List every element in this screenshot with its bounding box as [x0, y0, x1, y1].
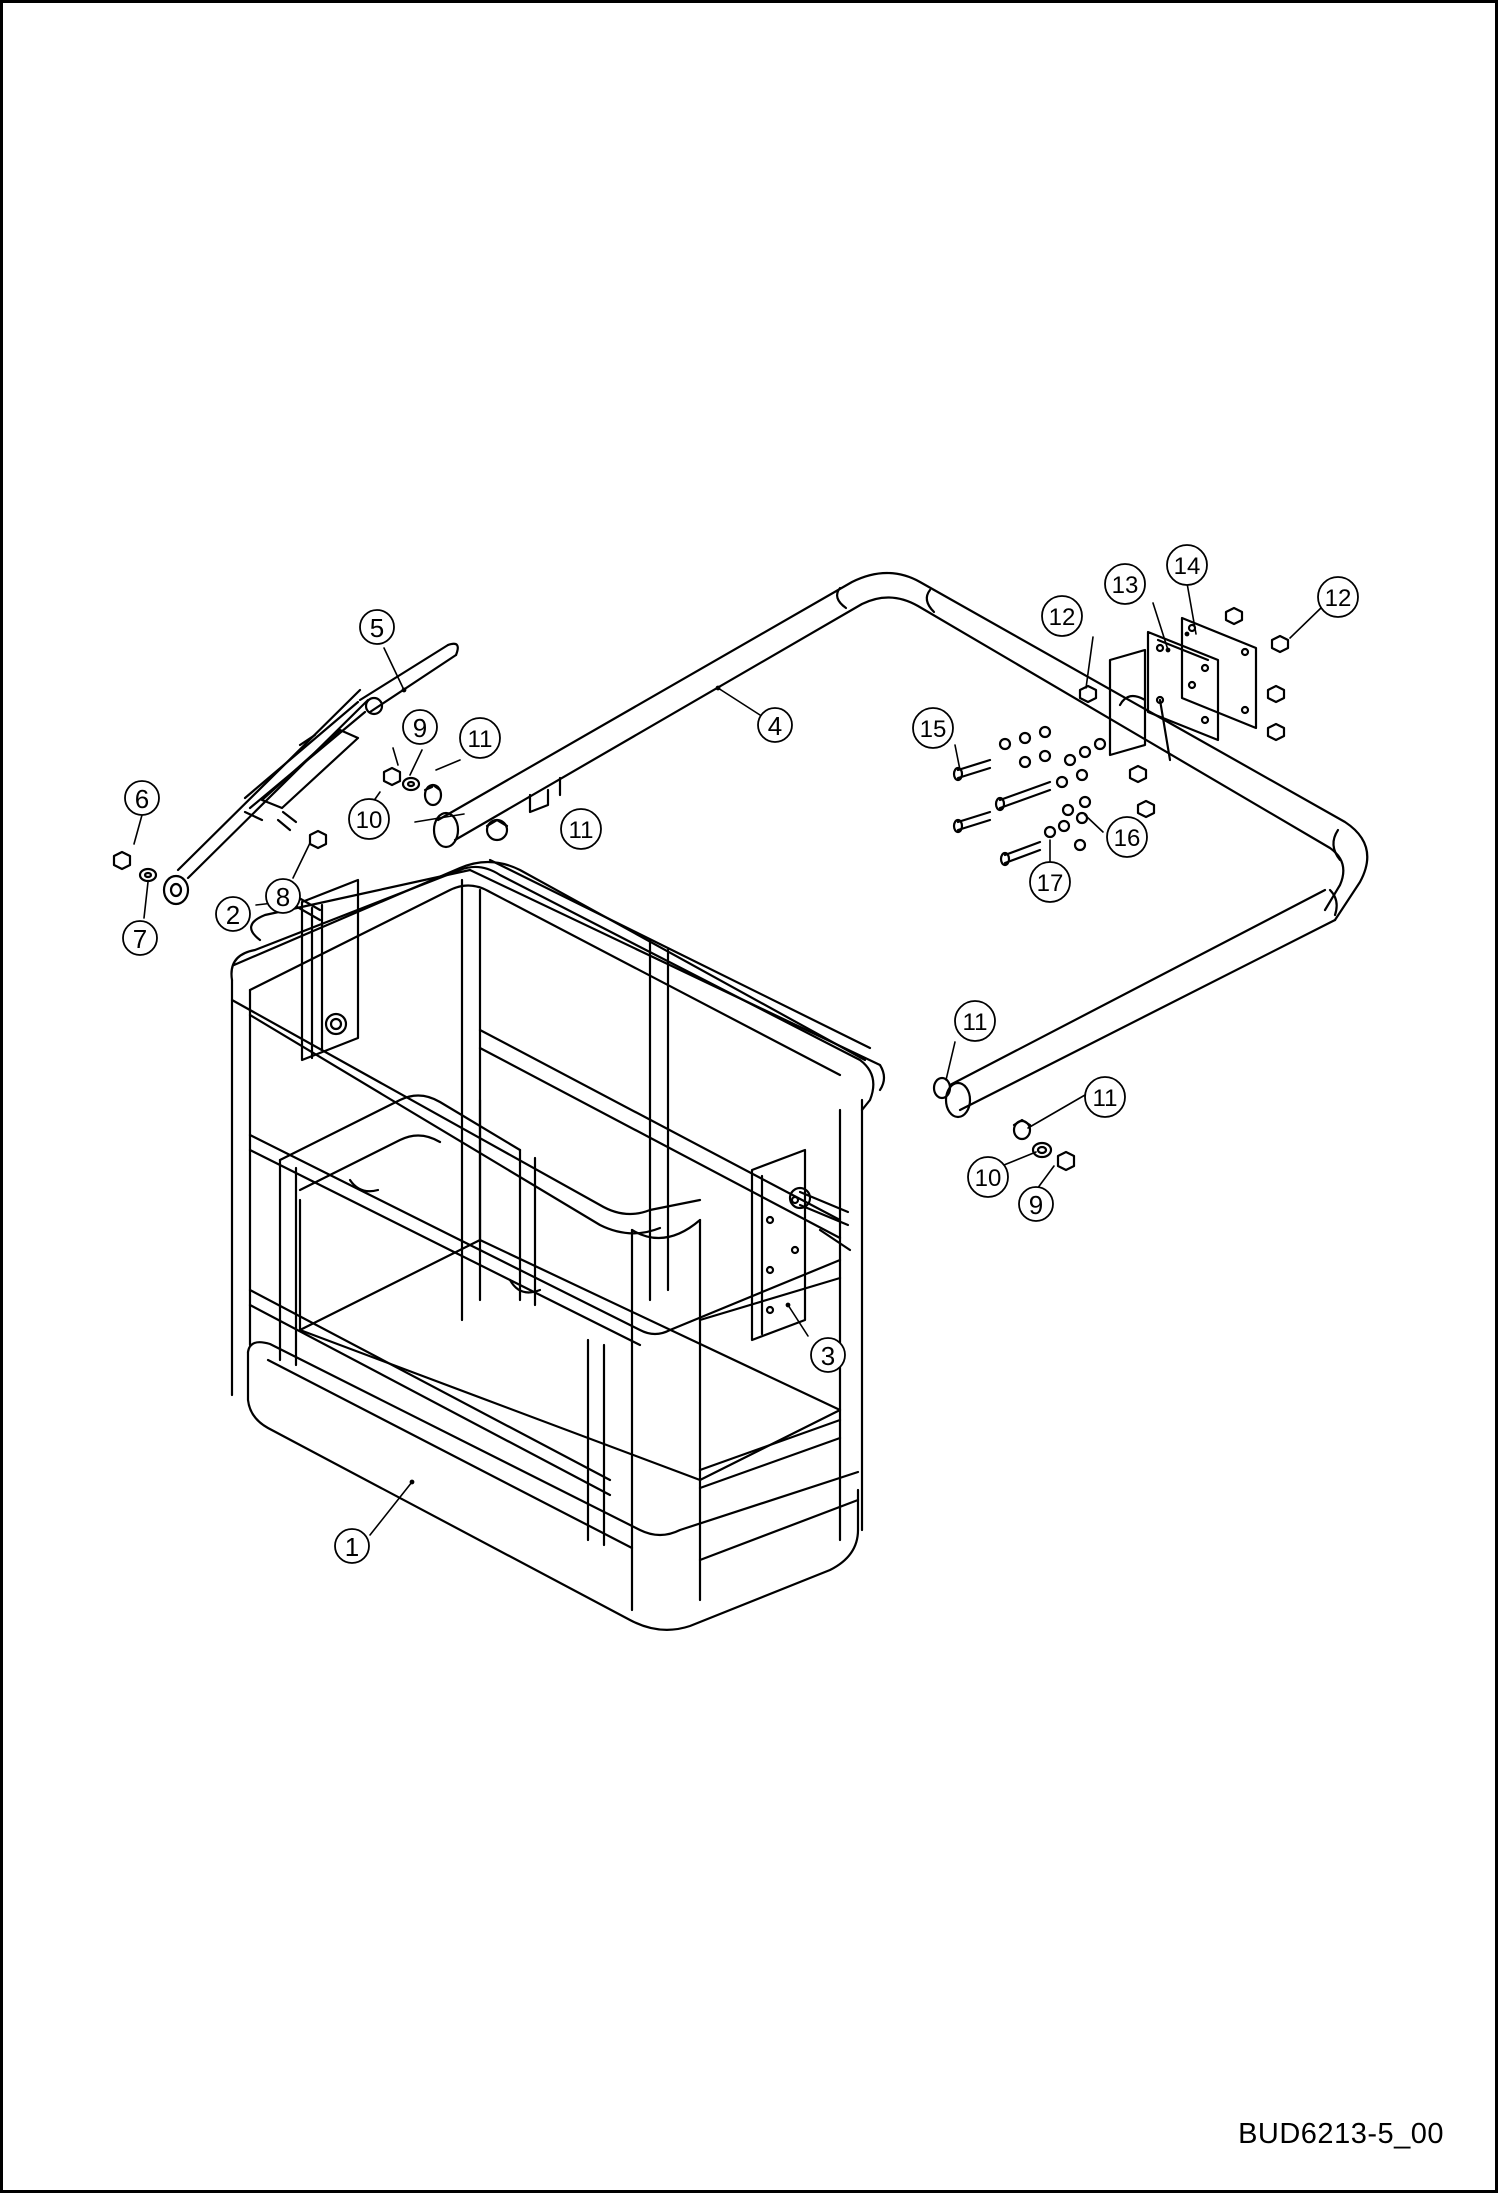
callout-4: 4 [757, 707, 793, 743]
leader-lines [133, 582, 1324, 1536]
svg-text:17: 17 [1037, 870, 1064, 897]
callout-5: 5 [359, 609, 395, 645]
callout-12: 12 [1317, 576, 1359, 618]
basket-platform [230, 858, 886, 1631]
callout-13: 13 [1104, 563, 1146, 605]
handrail [432, 572, 1369, 1119]
svg-text:10: 10 [975, 1165, 1002, 1192]
callout-14: 14 [1166, 544, 1208, 586]
callout-11: 11 [1084, 1076, 1126, 1118]
callout-11: 11 [459, 717, 501, 759]
svg-text:10: 10 [356, 807, 383, 834]
svg-text:9: 9 [1029, 1190, 1043, 1220]
callout-11: 11 [954, 1000, 996, 1042]
callout-10: 10 [967, 1156, 1009, 1198]
callout-2: 2 [215, 896, 251, 932]
callout-9: 9 [1018, 1186, 1054, 1222]
callout-9: 9 [402, 709, 438, 745]
callout-1: 1 [334, 1528, 370, 1564]
drawing-id-label: BUD6213-5_00 [1238, 2118, 1444, 2150]
svg-text:11: 11 [569, 817, 594, 844]
callout-12: 12 [1041, 595, 1083, 637]
callout-17: 17 [1029, 861, 1071, 903]
svg-text:7: 7 [133, 924, 147, 954]
svg-text:2: 2 [226, 900, 240, 930]
callout-6: 6 [124, 780, 160, 816]
callout-15: 15 [912, 707, 954, 749]
callout-16: 16 [1106, 816, 1148, 858]
svg-text:4: 4 [768, 711, 782, 741]
svg-text:1: 1 [345, 1532, 359, 1562]
callout-7: 7 [122, 920, 158, 956]
actuator-rod [162, 642, 459, 906]
callout-8: 8 [265, 878, 301, 914]
svg-text:11: 11 [468, 726, 493, 753]
svg-text:3: 3 [821, 1341, 835, 1371]
svg-text:12: 12 [1049, 604, 1076, 631]
svg-text:6: 6 [135, 784, 149, 814]
callout-10: 10 [348, 798, 390, 840]
svg-text:13: 13 [1112, 572, 1139, 599]
svg-text:11: 11 [963, 1009, 988, 1036]
svg-text:16: 16 [1114, 825, 1141, 852]
svg-text:12: 12 [1325, 585, 1352, 612]
callout-11: 11 [560, 808, 602, 850]
callout-3: 3 [810, 1337, 846, 1373]
svg-text:5: 5 [370, 613, 384, 643]
clamp-plates [1146, 616, 1258, 742]
svg-text:14: 14 [1174, 553, 1201, 580]
svg-text:9: 9 [413, 713, 427, 743]
svg-text:8: 8 [276, 882, 290, 912]
svg-text:11: 11 [1093, 1085, 1118, 1112]
svg-text:15: 15 [920, 716, 947, 743]
